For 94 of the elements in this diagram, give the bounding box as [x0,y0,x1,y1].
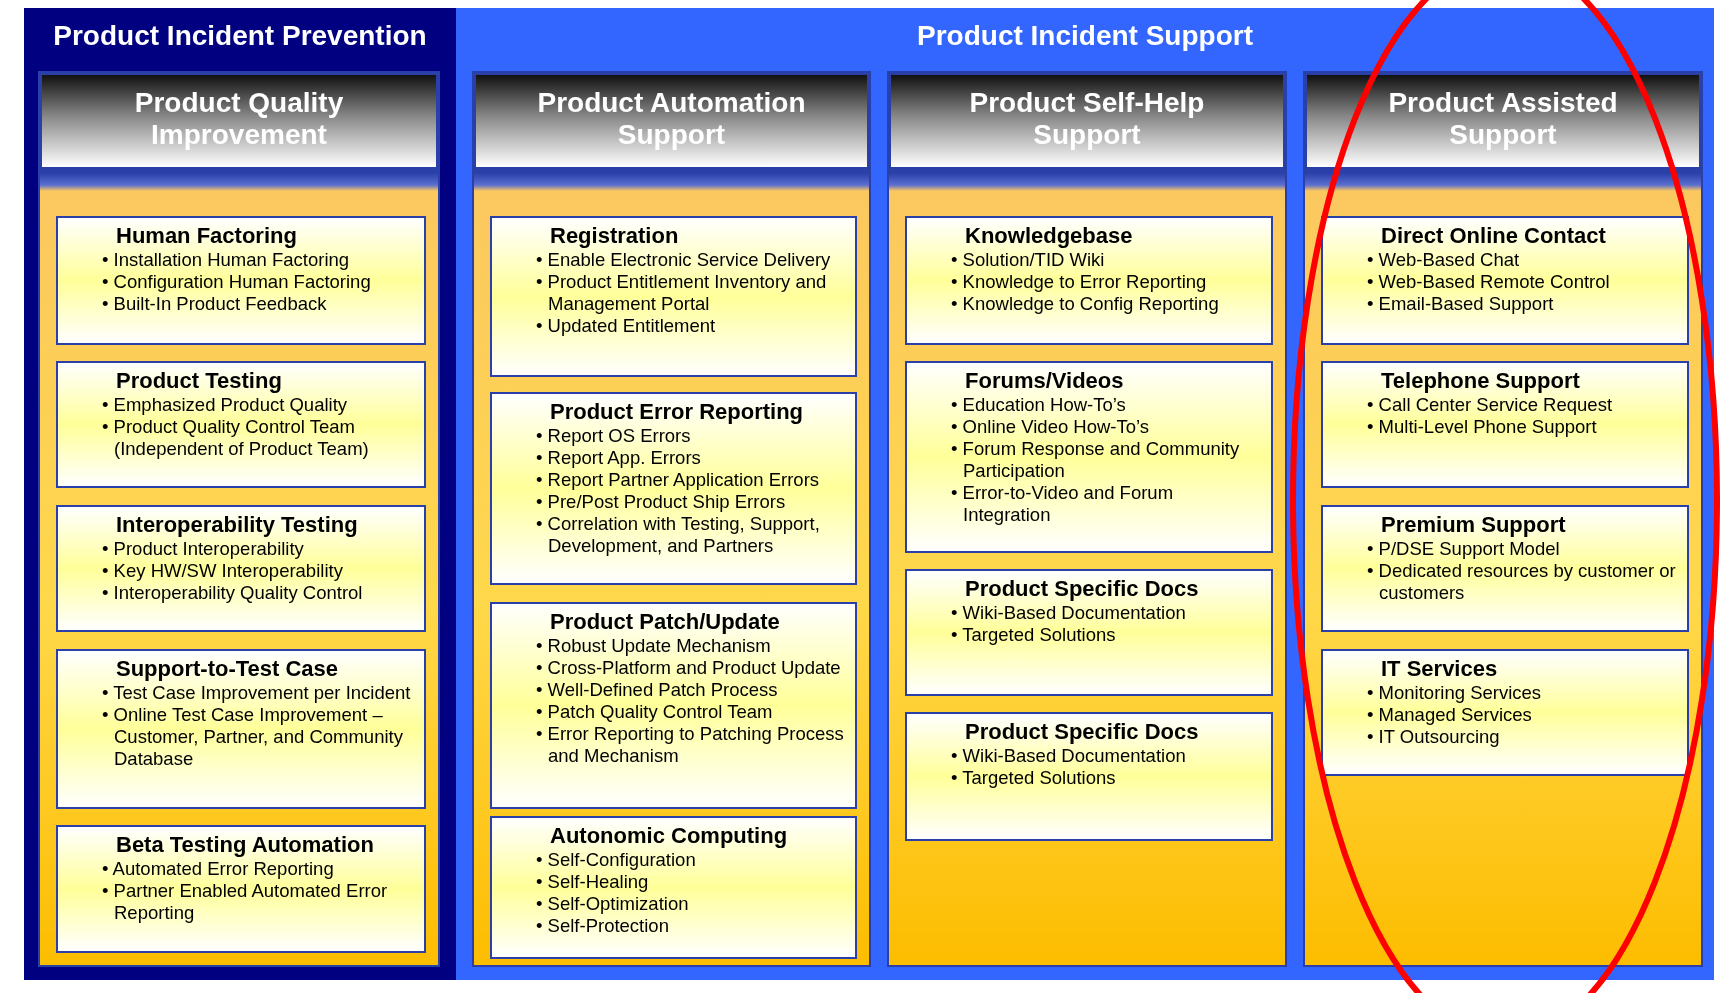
info-card [1321,216,1689,345]
bullet-item: • Automated Error Reporting [102,858,335,880]
bullet-item: • Pre/Post Product Ship Errors [536,491,787,513]
bullet-item: • Knowledge to Error Reporting [951,271,1208,293]
bullet-item: • Self-Healing [536,871,650,893]
info-card [490,216,857,377]
bullet-item: • Report Partner Application Errors [536,469,821,491]
bullet-item: • Error-to-Video and Forum Integration [951,482,1175,526]
column-header: Product Automation Support [474,73,869,169]
bullet-item: • Wiki-Based Documentation [951,745,1187,767]
bullet-item: • Updated Entitlement [536,315,717,337]
bullet-item: • Product Interoperability [102,538,305,560]
bullet-item: • Configuration Human Factoring [102,271,372,293]
bullet-item: • Cross-Platform and Product Update [536,657,842,679]
card-heading: Product Patch/Update [550,609,780,635]
card-heading: Support-to-Test Case [116,656,339,682]
section-title: Product Incident Prevention [52,20,428,52]
info-card [56,216,426,345]
bullet-item: • Installation Human Factoring [102,249,351,271]
bullet-item: • Dedicated resources by customer or customers [1367,560,1677,604]
bullet-item: • Enable Electronic Service Delivery [536,249,832,271]
info-card [56,505,426,632]
bullet-item: • Wiki-Based Documentation [951,602,1187,624]
bullet-item: • Test Case Improvement per Incident [102,682,412,704]
bullet-item: • Education How-To’s [951,394,1127,416]
bullet-item: • Self-Configuration [536,849,697,871]
bullet-item: • Solution/TID Wiki [951,249,1106,271]
info-card [905,361,1273,553]
bullet-item: • Monitoring Services [1367,682,1543,704]
bullet-item: • Multi-Level Phone Support [1367,416,1598,438]
bullet-item: • Web-Based Chat [1367,249,1521,271]
card-heading: Product Testing [116,368,282,394]
card-heading: Product Error Reporting [550,399,803,425]
bullet-item: • P/DSE Support Model [1367,538,1561,560]
section-title: Product Incident Support [916,20,1254,52]
column-header: Product Quality Improvement [40,73,438,169]
card-heading: Beta Testing Automation [116,832,374,858]
card-heading: Product Specific Docs [965,576,1199,602]
bullet-item: • Robust Update Mechanism [536,635,772,657]
bullet-item: • Report OS Errors [536,425,692,447]
card-heading: Premium Support [1381,512,1566,538]
card-heading: IT Services [1381,656,1498,682]
info-card [1321,649,1689,776]
bullet-item: • Online Test Case Improvement – Customer, Partner, and Community Database [102,704,404,770]
card-heading: Direct Online Contact [1381,223,1606,249]
bullet-item: • Partner Enabled Automated Error Reporting [102,880,389,924]
bullet-item: • Web-Based Remote Control [1367,271,1611,293]
bullet-item: • Self-Optimization [536,893,690,915]
bullet-item: • Forum Response and Community Participation [951,438,1241,482]
bullet-item: • Call Center Service Request [1367,394,1614,416]
info-card [905,712,1273,841]
bullet-item: • Online Video How-To’s [951,416,1151,438]
bullet-item: • Interoperability Quality Control [102,582,364,604]
column-panel [887,71,1287,967]
bullet-item: • IT Outsourcing [1367,726,1501,748]
section-band [456,8,1714,980]
bullet-item: • Error Reporting to Patching Process and Mechanism [536,723,845,767]
info-card [905,216,1273,345]
bullet-item: • Patch Quality Control Team [536,701,774,723]
column-header: Product Self-Help Support [889,73,1285,169]
bullet-item: • Emphasized Product Quality [102,394,349,416]
bullet-item: • Product Quality Control Team (Independent of Product Team) [102,416,370,460]
bullet-item: • Key HW/SW Interoperability [102,560,344,582]
info-card [1321,361,1689,488]
column-header: Product Assisted Support [1305,73,1701,169]
info-card [490,602,857,809]
bullet-item: • Self-Protection [536,915,670,937]
bullet-item: • Targeted Solutions [951,624,1117,646]
info-card [905,569,1273,696]
bullet-item: • Targeted Solutions [951,767,1117,789]
bullet-item: • Knowledge to Config Reporting [951,293,1220,315]
info-card [56,649,426,809]
info-card [56,361,426,488]
info-card [56,825,426,953]
info-card [1321,505,1689,632]
bullet-item: • Well-Defined Patch Process [536,679,779,701]
card-heading: Telephone Support [1381,368,1580,394]
bullet-item: • Email-Based Support [1367,293,1555,315]
column-panel [1303,71,1703,967]
card-heading: Interoperability Testing [116,512,358,538]
bullet-item: • Correlation with Testing, Support, Development, and Partners [536,513,821,557]
column-panel [472,71,871,967]
card-heading: Registration [550,223,679,249]
bullet-item: • Product Entitlement Inventory and Management Portal [536,271,828,315]
card-heading: Product Specific Docs [965,719,1199,745]
card-heading: Forums/Videos [965,368,1124,394]
info-card [490,816,857,959]
info-card [490,392,857,585]
bullet-item: • Managed Services [1367,704,1533,726]
card-heading: Knowledgebase [965,223,1133,249]
bullet-item: • Report App. Errors [536,447,702,469]
bullet-item: • Built-In Product Feedback [102,293,328,315]
card-heading: Autonomic Computing [550,823,788,849]
card-heading: Human Factoring [116,223,297,249]
